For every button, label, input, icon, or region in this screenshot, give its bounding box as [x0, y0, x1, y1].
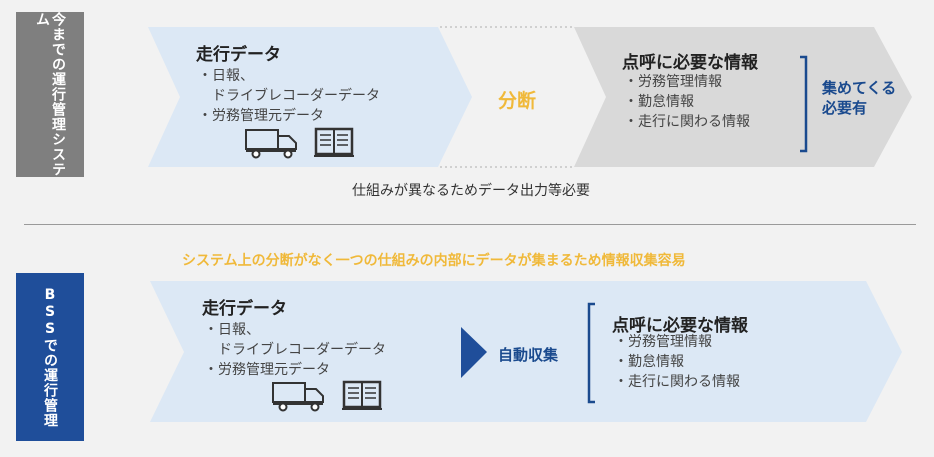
bottom-left-items: ・日報、 ドライブレコーダーデータ ・労務管理元データ [204, 320, 386, 380]
bottom-left-item-1: ・日報、 [204, 322, 260, 338]
top-right-item-3: ・走行に関わる情報 [624, 114, 750, 130]
bottom-right-title: 点呼に必要な情報 [612, 316, 748, 336]
top-right-title: 点呼に必要な情報 [622, 53, 758, 73]
book-icon [342, 380, 382, 410]
top-left-chevron [148, 27, 472, 167]
top-right-chevron [574, 27, 912, 167]
auto-collect-label: 自動収集 [498, 346, 559, 364]
truck-icon [272, 382, 324, 412]
top-left-title: 走行データ [196, 45, 281, 65]
book-icon [314, 127, 354, 157]
disconnect-label: 分断 [498, 90, 537, 112]
collect-note-line1: 集めてくる [822, 79, 897, 97]
legacy-system-label-text: 今までの運行管理システム [34, 12, 66, 177]
legacy-system-label: 今までの運行管理システム [16, 12, 84, 177]
bottom-left-item-3: ・労務管理元データ [204, 362, 330, 378]
bottom-right-item-1: ・労務管理情報 [614, 334, 712, 350]
headline: システム上の分断がなく一つの仕組みの内部にデータが集まるため情報収集容易 [182, 253, 686, 269]
bottom-right-item-3: ・走行に関わる情報 [614, 374, 740, 390]
bss-label: BSSでの運行管理 [16, 273, 84, 441]
collect-bracket [800, 55, 808, 153]
top-left-item-2: ドライブレコーダーデータ [198, 88, 380, 104]
top-left-item-3: ・労務管理元データ [198, 108, 324, 124]
top-left-items: ・日報、 ドライブレコーダーデータ ・労務管理元データ [198, 66, 380, 126]
info-bracket [587, 302, 595, 404]
bottom-right-items: ・労務管理情報 ・勤怠情報 ・走行に関わる情報 [614, 332, 740, 392]
top-left-item-1: ・日報、 [198, 68, 254, 84]
bottom-right-item-2: ・勤怠情報 [614, 354, 684, 370]
collect-note-line2: 必要有 [822, 99, 868, 117]
truck-icon [245, 129, 297, 159]
bss-label-text: BSSでの運行管理 [42, 286, 58, 428]
top-right-items: ・労務管理情報 ・勤怠情報 ・走行に関わる情報 [624, 72, 750, 132]
top-right-item-1: ・労務管理情報 [624, 74, 722, 90]
top-right-item-2: ・勤怠情報 [624, 94, 694, 110]
bottom-left-item-2: ドライブレコーダーデータ [204, 342, 386, 358]
bottom-chevron [150, 281, 902, 422]
top-caption: 仕組みが異なるためデータ出力等必要 [352, 183, 590, 199]
bottom-left-title: 走行データ [202, 299, 287, 319]
section-divider [24, 224, 916, 225]
auto-collect-arrow [461, 327, 487, 378]
collect-note: 集めてくる 必要有 [822, 78, 896, 118]
